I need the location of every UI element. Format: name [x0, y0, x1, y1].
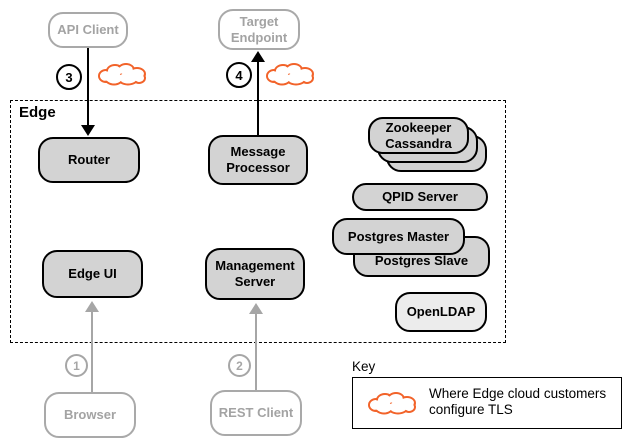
node-target-endpoint: Target Endpoint: [218, 9, 300, 50]
arrow-mp-to-target-head: [251, 51, 265, 62]
node-api-client: API Client: [48, 12, 128, 48]
node-message-processor-label: Message Processor: [226, 144, 290, 175]
edge-group-boundary: Edge: [10, 100, 506, 343]
arrow-api-client-to-router-line: [87, 48, 89, 127]
tls-cloud-icon: [264, 62, 316, 86]
arrow-api-client-to-router-head: [81, 125, 95, 136]
arrow-mp-to-target-line: [257, 61, 259, 135]
node-router-label: Router: [68, 152, 110, 167]
arrow-rest-client-to-mgmt-line: [255, 313, 257, 390]
node-openldap-label: OpenLDAP: [406, 304, 476, 319]
arrow-rest-client-to-mgmt-head: [249, 303, 263, 314]
node-rest-client-label: REST Client: [218, 405, 294, 420]
key-legend-box: Where Edge cloud customers configure TLS: [352, 377, 622, 429]
node-browser-label: Browser: [63, 407, 117, 422]
node-edge-ui: Edge UI: [42, 250, 143, 298]
node-cassandra-label: Cassandra: [385, 135, 452, 151]
key-title: Key: [352, 359, 376, 374]
step-marker-4-label: 4: [235, 67, 243, 83]
node-router: Router: [38, 137, 140, 183]
node-openldap: OpenLDAP: [395, 292, 487, 332]
node-rest-client: REST Client: [210, 390, 302, 436]
node-zookeeper-label: Zookeeper: [385, 119, 452, 135]
node-edge-ui-label: Edge UI: [68, 266, 117, 281]
node-qpid-server: QPID Server: [352, 183, 488, 211]
node-management-server-label: Management Server: [215, 258, 295, 289]
node-browser: Browser: [44, 392, 136, 438]
arrow-browser-to-edge-ui-line: [91, 311, 93, 392]
tls-cloud-icon: [366, 391, 418, 415]
node-zookeeper-cassandra: Zookeeper Cassandra: [368, 117, 469, 154]
edge-group-label: Edge: [19, 104, 56, 121]
step-marker-2-label: 2: [236, 358, 243, 373]
node-message-processor: Message Processor: [208, 135, 308, 185]
node-management-server: Management Server: [205, 248, 305, 300]
node-qpid-server-label: QPID Server: [382, 189, 458, 204]
key-tls-note: Where Edge cloud customers configure TLS: [429, 386, 607, 417]
step-marker-4: 4: [226, 62, 252, 88]
tls-cloud-icon: [96, 62, 148, 86]
node-postgres-master-label: Postgres Master: [347, 228, 450, 244]
node-api-client-label: API Client: [57, 22, 119, 37]
node-target-endpoint-label: Target Endpoint: [230, 13, 288, 45]
node-postgres-master: Postgres Master: [332, 218, 465, 255]
step-marker-1-label: 1: [73, 358, 80, 373]
node-postgres-slave-label: Postgres Slave: [374, 253, 469, 268]
step-marker-1: 1: [65, 354, 88, 377]
step-marker-3-label: 3: [65, 69, 73, 85]
arrow-browser-to-edge-ui-head: [85, 301, 99, 312]
step-marker-2: 2: [228, 354, 251, 377]
step-marker-3: 3: [56, 64, 82, 90]
